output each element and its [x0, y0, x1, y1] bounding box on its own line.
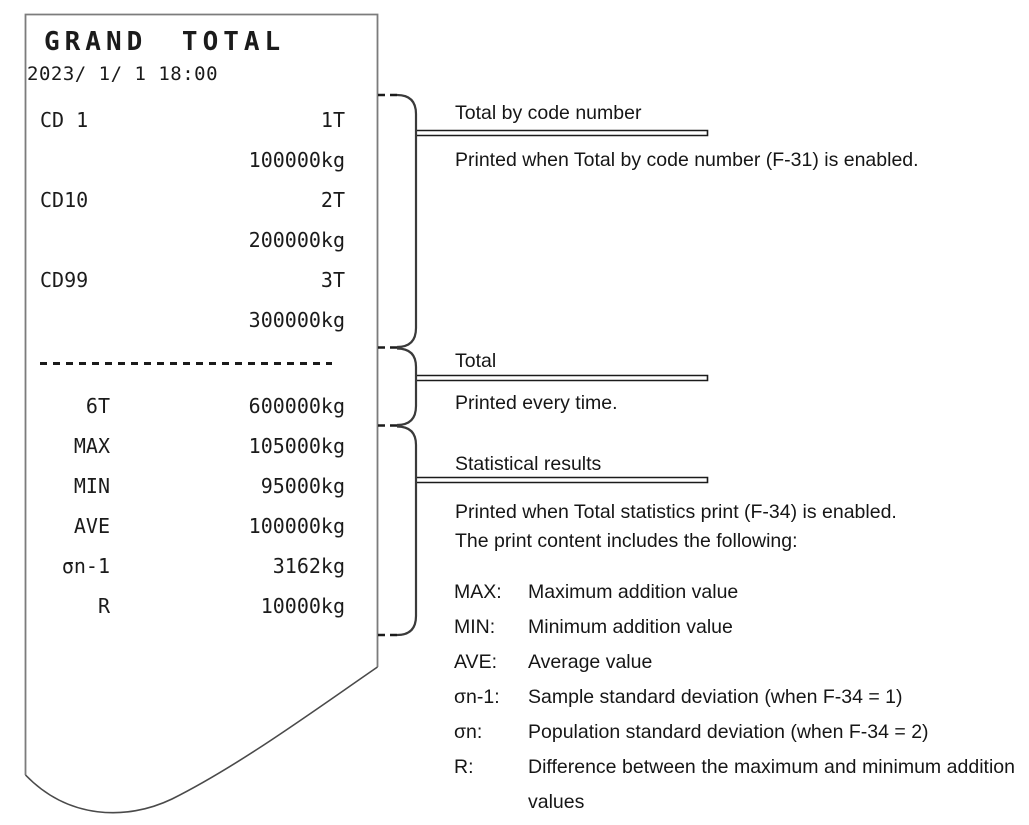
definition-term: AVE: — [454, 651, 497, 673]
stat-label: σn-1 — [61, 554, 110, 578]
receipt-weight-row: 200000kg — [25, 228, 378, 252]
stat-label: AVE — [73, 514, 110, 538]
definition-term: MIN: — [454, 616, 496, 638]
receipt-datetime: 2023/ 1/ 1 18:00 — [27, 63, 219, 85]
bracket-total — [396, 347, 418, 427]
code-weight: 200000kg — [248, 228, 345, 252]
definition-term: σn-1: — [454, 686, 500, 708]
code-count: 3T — [320, 268, 345, 292]
receipt-code-row: CD10 2T — [25, 188, 378, 212]
code-count: 2T — [320, 188, 345, 212]
definition-term: MAX: — [454, 581, 502, 603]
receipt-code-row: CD99 3T — [25, 268, 378, 292]
stat-label: MAX — [73, 434, 110, 458]
annotation-body-statistical-results-line1: Printed when Total statistics print (F-3… — [455, 501, 897, 523]
underline-statistical-results — [417, 476, 709, 484]
total-weight: 600000kg — [248, 394, 345, 418]
stat-label: R — [97, 594, 110, 618]
definition-text: Population standard deviation (when F-34… — [528, 721, 929, 743]
receipt-separator-dashed-line — [40, 362, 332, 365]
receipt-weight-row: 100000kg — [25, 148, 378, 172]
annotation-heading-total: Total — [455, 350, 497, 372]
receipt-stat-row: AVE 100000kg — [25, 514, 378, 538]
receipt-content: GRAND TOTAL 2023/ 1/ 1 18:00 CD 1 1T 100… — [25, 0, 378, 700]
receipt-stat-row: R 10000kg — [25, 594, 378, 618]
definition-row: MIN: Minimum addition value — [454, 610, 1015, 645]
annotation-heading-total-by-code-number: Total by code number — [455, 102, 642, 124]
definition-text: Difference between the maximum and minim… — [528, 756, 1015, 813]
annotation-body-statistical-results-line2: The print content includes the following… — [455, 530, 798, 552]
stat-value: 100000kg — [248, 514, 345, 538]
definition-row: MAX: Maximum addition value — [454, 575, 1015, 610]
stat-label: MIN — [73, 474, 110, 498]
receipt-title: GRAND TOTAL — [44, 27, 286, 57]
receipt-weight-row: 300000kg — [25, 308, 378, 332]
stat-value: 105000kg — [248, 434, 345, 458]
stat-value: 10000kg — [260, 594, 345, 618]
bracket-statistical-results — [396, 425, 418, 637]
receipt-paper-border — [24, 13, 379, 775]
underline-total-by-code-number — [417, 129, 709, 137]
definition-term: R: — [454, 756, 474, 778]
definition-text: Minimum addition value — [528, 616, 733, 638]
definition-row: σn-1: Sample standard deviation (when F-… — [454, 680, 1015, 715]
brackets — [396, 93, 418, 637]
statistics-definition-list: MAX: Maximum addition value MIN: Minimum… — [454, 575, 1015, 820]
annotation-heading-statistical-results: Statistical results — [455, 453, 602, 475]
receipt-torn-edge — [24, 666, 378, 814]
definition-row: AVE: Average value — [454, 645, 1015, 680]
definition-row: R: Difference between the maximum and mi… — [454, 750, 1015, 820]
code-weight: 100000kg — [248, 148, 345, 172]
code-label: CD10 — [40, 188, 89, 212]
definition-row: σn: Population standard deviation (when … — [454, 715, 1015, 750]
code-weight: 300000kg — [248, 308, 345, 332]
annotation-body-total: Printed every time. — [455, 392, 618, 414]
receipt-stat-row: σn-1 3162kg — [25, 554, 378, 578]
bracket-total-by-code-number — [396, 93, 418, 349]
receipt-code-row: CD 1 1T — [25, 108, 378, 132]
code-label: CD99 — [40, 268, 89, 292]
definition-text: Sample standard deviation (when F-34 = 1… — [528, 686, 903, 708]
receipt-stat-row: MIN 95000kg — [25, 474, 378, 498]
stat-value: 3162kg — [272, 554, 345, 578]
underline-total — [417, 374, 709, 382]
code-label: CD 1 — [40, 108, 89, 132]
code-count: 1T — [320, 108, 345, 132]
total-label: 6T — [85, 394, 110, 418]
definition-term: σn: — [454, 721, 483, 743]
definition-text: Maximum addition value — [528, 581, 739, 603]
heading-underlines — [417, 129, 709, 484]
stat-value: 95000kg — [260, 474, 345, 498]
dashed-connectors — [378, 93, 397, 637]
receipt-total-row: 6T 600000kg — [25, 394, 378, 418]
annotation-body-total-by-code-number: Printed when Total by code number (F-31)… — [455, 149, 919, 171]
definition-text: Average value — [528, 651, 653, 673]
receipt-stat-row: MAX 105000kg — [25, 434, 378, 458]
